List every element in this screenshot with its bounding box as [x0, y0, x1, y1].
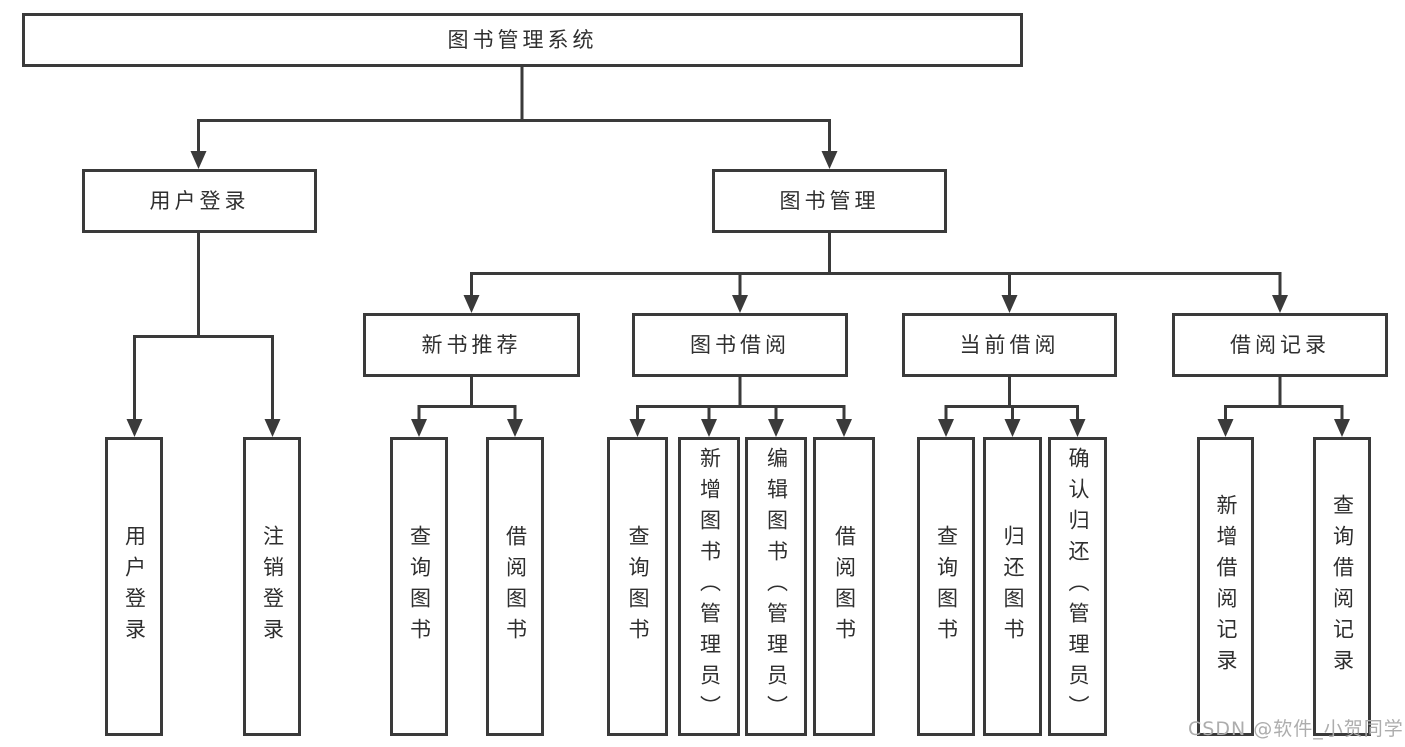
leaf-label: 新增图书（管理员） [697, 447, 722, 726]
leaf-edit-books-admin: 编辑图书（管理员） [745, 437, 807, 736]
leaf-user-login: 用户登录 [105, 437, 163, 736]
leaf-label: 借阅图书 [503, 524, 528, 649]
leaf-label: 确认归还（管理员） [1066, 447, 1090, 726]
node-label: 用户登录 [149, 188, 250, 213]
leaf-query-borrow-record: 查询借阅记录 [1313, 437, 1371, 736]
leaf-logout: 注销登录 [243, 437, 301, 736]
leaf-borrow-books: 借阅图书 [813, 437, 875, 736]
leaf-label: 新增借阅记录 [1214, 493, 1238, 680]
node-label: 图书管理 [779, 188, 880, 213]
leaf-label: 查询图书 [934, 524, 959, 649]
node-book-borrowing: 图书借阅 [632, 313, 848, 377]
node-label: 当前借阅 [959, 332, 1060, 357]
node-borrowing-records: 借阅记录 [1172, 313, 1388, 377]
node-label: 新书推荐 [421, 332, 522, 357]
leaf-query-books-borrowing: 查询图书 [607, 437, 668, 736]
node-current-borrowing: 当前借阅 [902, 313, 1117, 377]
leaf-query-books-recommend: 查询图书 [390, 437, 448, 736]
csdn-watermark: CSDN @软件_小贺同学 [1188, 718, 1404, 740]
node-label: 图书借阅 [690, 332, 790, 357]
node-book-management: 图书管理 [712, 169, 947, 233]
leaf-label: 编辑图书（管理员） [764, 447, 789, 726]
node-label: 借阅记录 [1230, 332, 1330, 357]
node-new-book-recommendation: 新书推荐 [363, 313, 580, 377]
leaf-confirm-return-admin: 确认归还（管理员） [1048, 437, 1107, 736]
leaf-label: 查询图书 [407, 524, 432, 649]
leaf-add-borrow-record: 新增借阅记录 [1197, 437, 1254, 736]
leaf-label: 归还图书 [1001, 524, 1025, 649]
leaf-label: 注销登录 [260, 524, 285, 649]
leaf-label: 用户登录 [122, 524, 147, 649]
leaf-label: 查询借阅记录 [1330, 493, 1355, 680]
leaf-label: 借阅图书 [832, 524, 857, 649]
leaf-return-books: 归还图书 [983, 437, 1042, 736]
node-library-management-system: 图书管理系统 [22, 13, 1023, 67]
leaf-label: 查询图书 [626, 524, 650, 649]
leaf-add-books-admin: 新增图书（管理员） [678, 437, 740, 736]
leaf-query-books-current: 查询图书 [917, 437, 975, 736]
node-label: 图书管理系统 [447, 27, 598, 52]
leaf-borrow-books-recommend: 借阅图书 [486, 437, 544, 736]
node-user-login: 用户登录 [82, 169, 317, 233]
tree-connector-path [133, 67, 1344, 420]
